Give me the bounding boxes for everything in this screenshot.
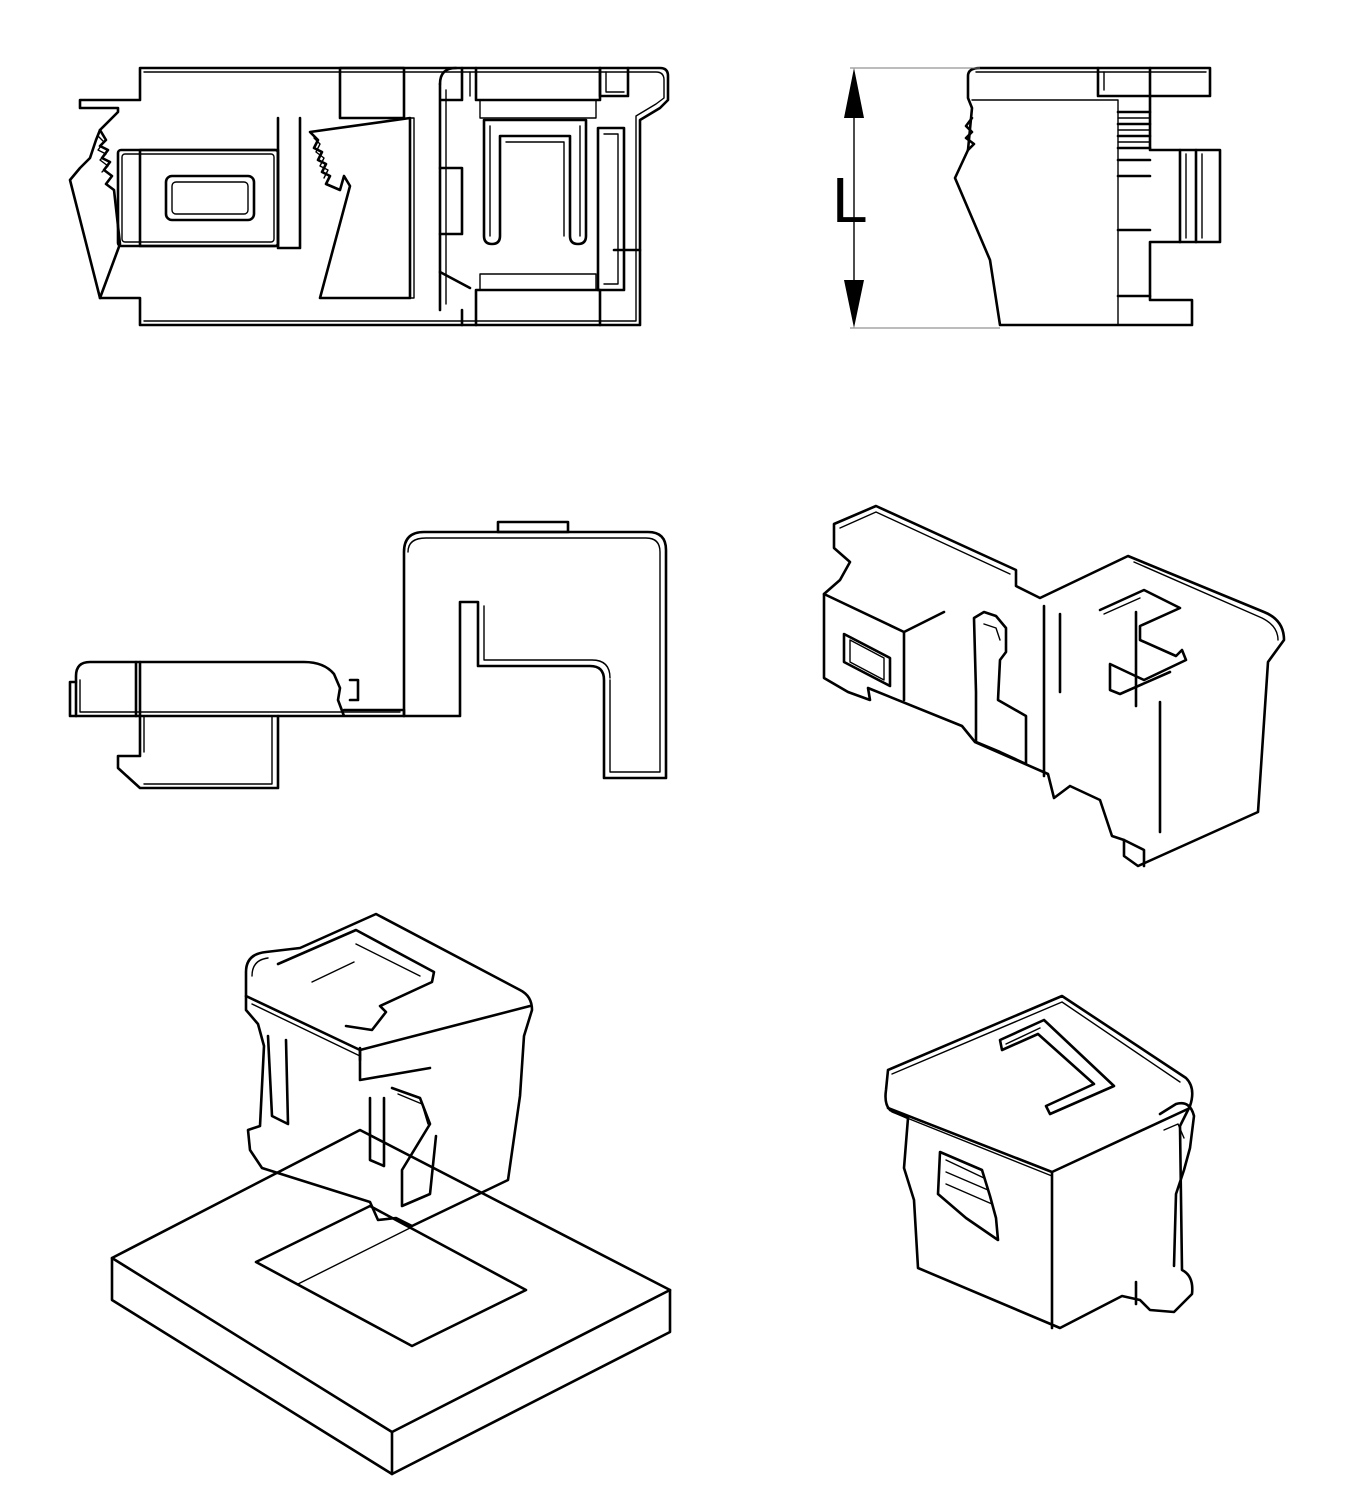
dimension-arrow-top bbox=[844, 68, 864, 118]
isometric-view-1 bbox=[822, 504, 1286, 868]
dimension-arrow-bottom bbox=[844, 280, 864, 328]
mounting-plate bbox=[110, 1128, 672, 1434]
top-view bbox=[68, 520, 668, 790]
isometric-view-2 bbox=[884, 994, 1196, 1330]
side-view: L bbox=[832, 66, 1222, 329]
dimension-label-l: L bbox=[832, 164, 868, 236]
front-view bbox=[68, 66, 670, 327]
isometric-mounted-view bbox=[110, 912, 672, 1476]
